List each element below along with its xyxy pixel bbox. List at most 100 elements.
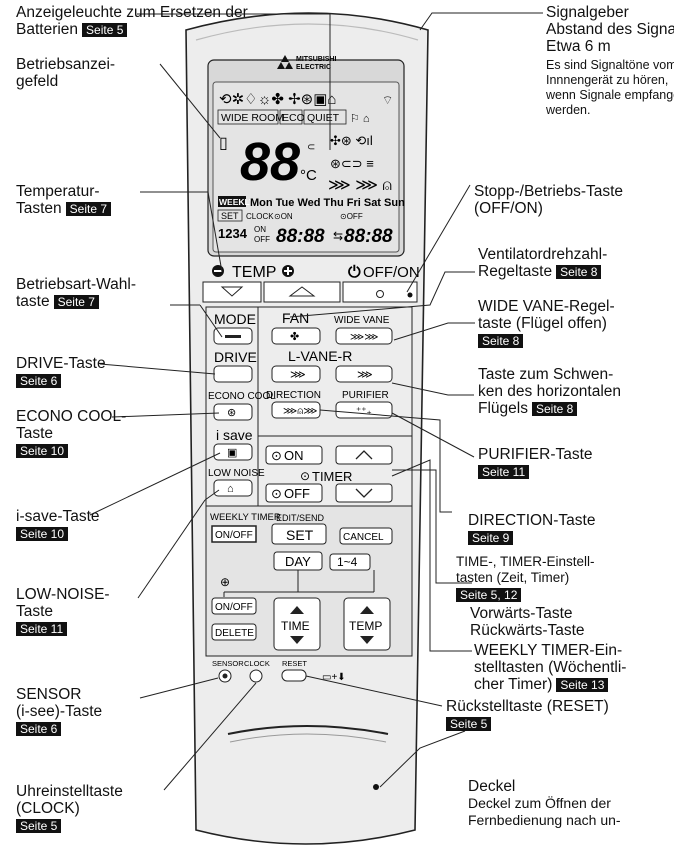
page-badge: Seite 10: [16, 527, 69, 541]
lcd-unit: °C: [300, 167, 317, 184]
label-mode-line2: taste: [16, 293, 50, 310]
label-stop-line1: Stopp-/Betriebs-Taste: [474, 183, 624, 200]
lcd-set: SET: [221, 211, 239, 221]
page-badge: Seite 7: [65, 202, 112, 216]
page-badge: Seite 9: [468, 531, 514, 545]
clock-btn-label: CLOCK: [244, 659, 270, 668]
page-badge: Seite 10: [16, 444, 69, 458]
label-weekly-line1: WEEKLY TIMER-Ein-: [474, 642, 623, 659]
label-cover: Deckel Deckel zum Öffnen der Fernbedienu…: [468, 778, 621, 829]
svg-text:⌂: ⌂: [227, 483, 234, 495]
label-econo: ECONO COOL- Taste Seite 10: [16, 408, 126, 459]
temp-btn-label: TEMP: [349, 619, 382, 633]
svg-text:⋙: ⋙: [290, 369, 306, 381]
label-cover-line3: Fernbedienung nach un-: [468, 812, 621, 828]
lcd-arrow: ⇆: [333, 229, 343, 243]
page-badge: Seite 6: [16, 374, 62, 388]
label-drive-line1: DRIVE-Taste: [16, 355, 106, 372]
svg-text:⊙: ⊙: [300, 469, 310, 483]
page-badge: Seite 11: [16, 622, 68, 636]
lcd-time1: 88:88: [276, 226, 325, 247]
label-signal-note-line2: Innnengerät zu hören,: [546, 73, 669, 87]
label-temperature-line2: Tasten: [16, 200, 62, 217]
label-display: Betriebsanzei- gefeld: [16, 56, 115, 90]
leader-lines: [89, 12, 543, 791]
page-badge: Seite 5: [16, 819, 62, 833]
label-reset: Rückstelltaste (RESET) Seite 5: [446, 698, 609, 732]
label-sensor-line2: (i-see)-Taste: [16, 703, 103, 720]
sensor-label: SENSOR: [212, 659, 244, 668]
label-swing-line2: ken des horizontalen: [478, 383, 622, 400]
label-clock: Uhreinstelltaste (CLOCK) Seite 5: [16, 783, 123, 834]
label-backward: Rückwärts-Taste: [470, 622, 585, 639]
label-wide-line2: taste (Flügel offen): [478, 315, 607, 332]
label-forward-backward: Vorwärts-Taste Rückwärts-Taste: [470, 605, 585, 639]
label-direction-line1: DIRECTION-Taste: [468, 512, 596, 529]
cover-slot: [227, 725, 389, 735]
brand-line2: ELECTRIC: [296, 64, 331, 71]
svg-text:▣: ▣: [227, 447, 237, 459]
label-direction: DIRECTION-Taste Seite 9: [468, 512, 595, 546]
label-sensor-line1: SENSOR: [16, 686, 82, 703]
label-display-line2: gefeld: [16, 73, 59, 90]
widevane-label: WIDE VANE: [334, 315, 390, 326]
label-battery-line2: Batterien: [16, 21, 79, 38]
page-badge: Seite 13: [556, 678, 609, 692]
label-wide: WIDE VANE-Regel- taste (Flügel offen) Se…: [478, 298, 615, 349]
label-signal: Signalgeber Abstand des Signals: Etwa 6 …: [546, 4, 674, 55]
label-time-line1: TIME-, TIMER-Einstell-: [456, 554, 595, 569]
onoff-label: ON/OFF: [215, 602, 253, 613]
lcd-mode-icons: ⟲✲♢☼✤ ✢⊛▣⌂: [219, 91, 336, 108]
label-reset-line1: Rückstelltaste (RESET): [446, 698, 609, 715]
label-time: TIME-, TIMER-Einstell- tasten (Zeit, Tim…: [456, 554, 595, 603]
svg-text:⋙⍝⋙: ⋙⍝⋙: [283, 406, 317, 417]
day-label: DAY: [285, 554, 311, 569]
label-cover-line1: Deckel: [468, 778, 516, 795]
label-econo-line1: ECONO COOL-: [16, 408, 127, 425]
mitsubishi-logo-icon: [277, 55, 293, 69]
svg-text:⋙⋙: ⋙⋙: [350, 332, 378, 343]
label-display-line1: Betriebsanzei-: [16, 56, 116, 73]
svg-text:⋙: ⋙: [357, 369, 373, 381]
label-signal-line2: Abstand des Signals:: [546, 21, 674, 38]
page-badge: Seite 6: [16, 722, 62, 736]
label-drive: DRIVE-Taste Seite 6: [16, 355, 106, 389]
lcd-weekly: WEEKLY: [219, 197, 255, 207]
label-clock-line1: Uhreinstelltaste: [16, 783, 123, 800]
label-cover-line2: Deckel zum Öffnen der: [468, 795, 611, 811]
label-swing-line3: Flügels: [478, 400, 528, 417]
label-forward: Vorwärts-Taste: [470, 605, 573, 622]
lcd-screen: [212, 81, 400, 253]
econo-label: ECONO COOL: [208, 391, 276, 402]
lvane-label: L-VANE-R: [288, 348, 352, 364]
page-badge: Seite 11: [478, 465, 530, 479]
label-sensor: SENSOR (i-see)-Taste Seite 6: [16, 686, 102, 737]
label-signal-note: Es sind Signaltöne vom Innnengerät zu hö…: [546, 58, 674, 118]
label-signal-line1: Signalgeber: [546, 4, 629, 21]
lcd-time2: 88:88: [344, 226, 393, 247]
label-econo-line2: Taste: [16, 425, 54, 442]
label-stop: Stopp-/Betriebs-Taste (OFF/ON): [474, 183, 623, 217]
lcd-extra-icons: ⚐ ⌂: [350, 113, 370, 125]
lcd-fan-icons: ✣⊛ ⟲ıl: [330, 133, 373, 148]
lcd-vane-icons-2: ⋙ ⋙ ⍝: [328, 177, 392, 194]
label-lownoise-line2: Taste: [16, 603, 54, 620]
lcd-off: OFF: [254, 235, 270, 244]
label-weekly-line3: cher Timer): [474, 676, 553, 693]
label-time-line2: tasten (Zeit, Timer): [456, 570, 570, 585]
isave-label: i save: [216, 427, 253, 443]
lcd-battery-mark-icon: ⊂: [307, 142, 315, 153]
set-button-label: SET: [286, 527, 314, 543]
lcd-days: Mon Tue Wed Thu Fri Sat Sun: [250, 197, 405, 209]
fan-label: FAN: [282, 310, 309, 326]
label-lownoise: LOW-NOISE- Taste Seite 11: [16, 586, 110, 637]
wifi-icon: ⌔: [382, 93, 393, 107]
svg-text:⊙: ⊙: [271, 448, 282, 463]
page-badge: Seite 7: [53, 295, 99, 309]
label-purifier: PURIFIER-Taste Seite 11: [478, 446, 593, 480]
lownoise-label: LOW NOISE: [208, 468, 265, 479]
